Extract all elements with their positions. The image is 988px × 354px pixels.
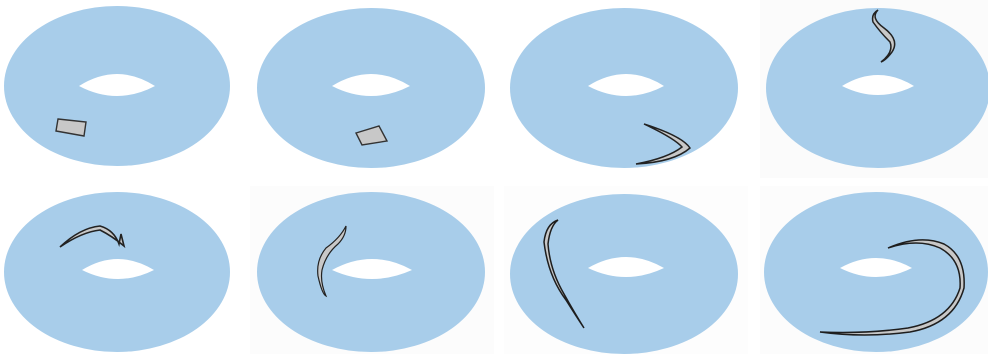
torus-diagram (4, 6, 230, 166)
deforming-sheet (59, 225, 126, 249)
panel-stage-2 (250, 0, 494, 172)
torus-hole (332, 74, 410, 96)
torus-diagram (257, 8, 485, 168)
deforming-sheet (871, 9, 896, 63)
deforming-sheet (317, 225, 347, 298)
panel-stage-7 (504, 186, 748, 354)
torus-diagram (257, 192, 485, 352)
torus-diagram (510, 194, 738, 354)
panel-stage-6 (250, 186, 494, 354)
torus-hole (588, 74, 664, 96)
torus-diagram (764, 192, 988, 352)
torus-hole (588, 257, 664, 277)
torus-hole (82, 259, 154, 279)
deforming-sheet (819, 239, 965, 336)
torus-diagram (766, 8, 988, 168)
panel-stage-4 (760, 0, 988, 178)
torus-diagram (510, 8, 738, 168)
panel-stage-8 (760, 186, 988, 354)
deforming-sheet (635, 123, 691, 165)
deforming-sheet (55, 118, 87, 137)
deforming-sheet (543, 219, 585, 329)
panel-stage-1 (0, 0, 240, 172)
torus-hole (79, 74, 155, 96)
torus-hole (840, 258, 912, 277)
deforming-sheet (355, 125, 389, 146)
panel-stage-5 (0, 186, 240, 354)
panel-stage-3 (504, 0, 748, 172)
torus-hole (842, 75, 914, 95)
torus-hole (332, 259, 412, 279)
torus-diagram (4, 192, 230, 352)
